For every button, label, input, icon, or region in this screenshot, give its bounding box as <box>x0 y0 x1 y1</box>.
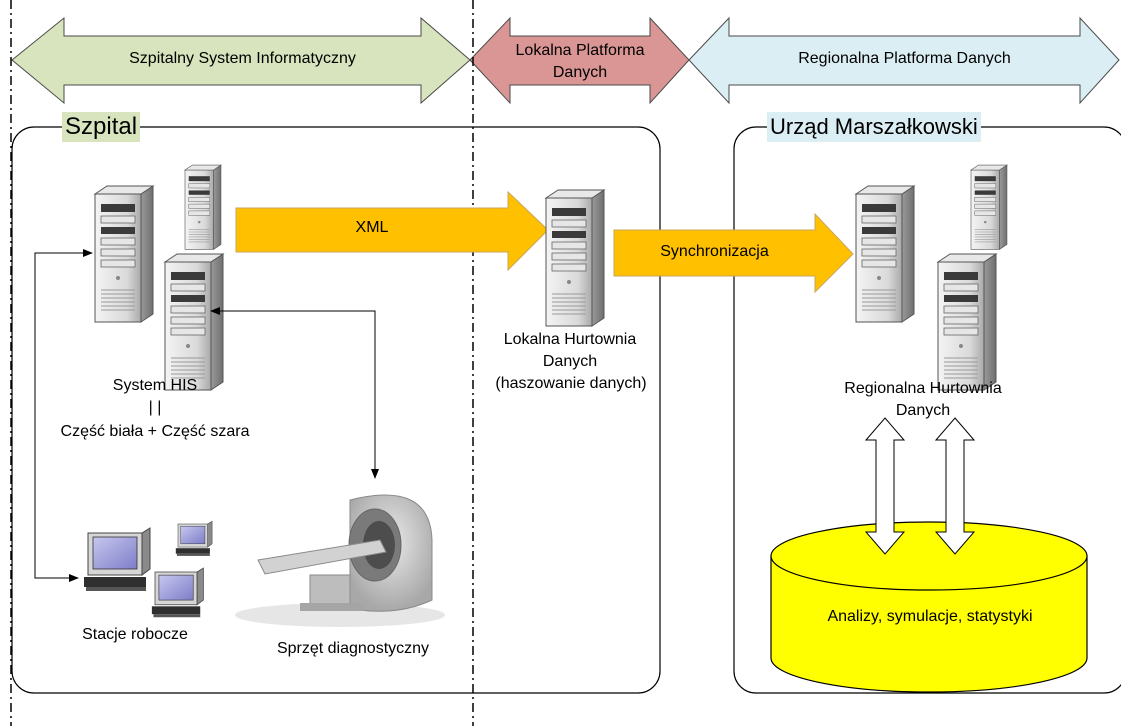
ct-scanner-icon <box>235 494 445 627</box>
his-server-small <box>184 164 222 250</box>
his-caption-line1: System HIS <box>112 377 198 394</box>
workstation-1 <box>83 527 151 592</box>
workstations-caption: Stacje robocze <box>82 626 188 643</box>
local-warehouse-caption-line1: Lokalna Hurtownia <box>503 331 637 348</box>
database-label: Analizy, symulacje, statystyki <box>827 608 1033 625</box>
local-warehouse-caption-line3: (haszowanie danych) <box>495 375 647 392</box>
xml-label: XML <box>355 219 389 236</box>
diagnostic-connector <box>210 307 379 479</box>
his-caption-line3: Część biała + Część szara <box>60 423 250 440</box>
regional-warehouse-caption-line1: Regionalna Hurtownia <box>844 380 1002 397</box>
db-arrow-left <box>864 417 906 555</box>
marshal-title: Urząd Marszałkowski <box>767 112 981 142</box>
regional-server-small <box>970 164 1008 250</box>
his-server-main <box>94 185 154 323</box>
band-regional-platform <box>688 16 1120 105</box>
band-local-platform-label: Lokalna Platforma Danych <box>515 42 645 81</box>
regional-warehouse-caption-line2: Danych <box>895 402 951 419</box>
diagnostic-caption: Sprzęt diagnostyczny <box>276 640 430 657</box>
regional-server-main <box>855 185 915 323</box>
hospital-box <box>11 126 661 694</box>
local-warehouse-caption-line2: Danych <box>542 353 598 370</box>
band-hospital-system-label: Szpitalny System Informatyczny <box>129 50 356 67</box>
workstation-2 <box>175 520 213 557</box>
his-caption-line2: | | <box>148 399 162 416</box>
sync-label: Synchronizacja <box>660 243 769 260</box>
hospital-title: Szpital <box>62 112 141 142</box>
his-server-second <box>164 253 224 391</box>
band-regional-platform-label: Regionalna Platforma Danych <box>798 50 1011 67</box>
sync-arrow <box>613 212 854 294</box>
db-arrow-right <box>934 417 976 555</box>
local-warehouse-server <box>545 189 605 327</box>
workstation-3 <box>151 567 204 618</box>
regional-server-second <box>937 253 997 391</box>
xml-arrow <box>235 190 549 272</box>
workstation-connector <box>34 249 93 582</box>
database-cylinder <box>770 521 1088 693</box>
